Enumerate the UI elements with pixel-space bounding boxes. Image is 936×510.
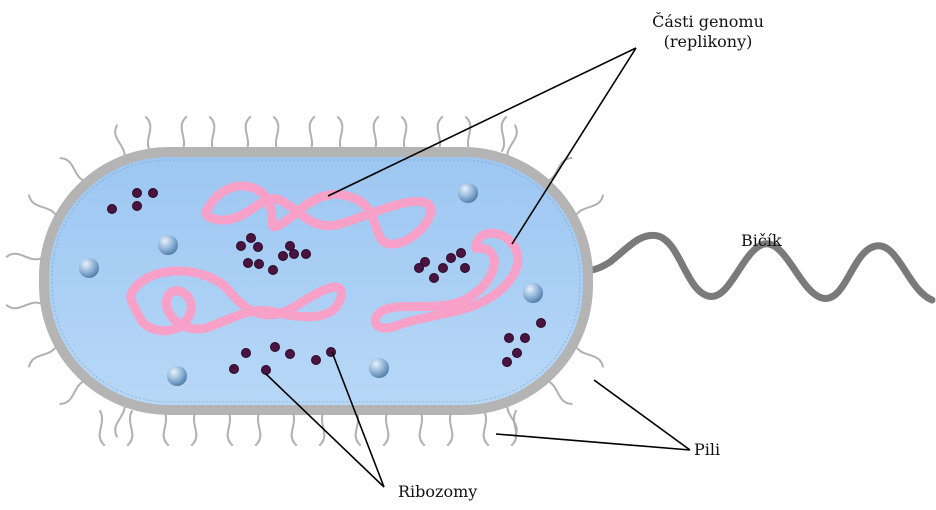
ribosome [262, 366, 271, 375]
pilus [164, 411, 169, 445]
pili-label: Pili [694, 440, 720, 460]
ribosome [439, 264, 448, 273]
pilus [7, 303, 41, 309]
ribosome [415, 264, 424, 273]
pilus [246, 117, 251, 151]
pilus [7, 254, 41, 260]
pilus [576, 346, 603, 367]
ribosome [521, 334, 530, 343]
pilus [576, 195, 603, 216]
genome-label: Části genomu (replikony) [628, 12, 788, 52]
pilus [292, 411, 297, 445]
ribosome [302, 250, 311, 259]
ribosome [244, 259, 253, 268]
ribosome [230, 365, 239, 374]
pilus [484, 411, 489, 445]
ribosome [447, 254, 456, 263]
granule [369, 358, 389, 378]
ribosome [269, 266, 278, 275]
ribosome [503, 358, 512, 367]
pilus [128, 411, 133, 445]
pili-leader-2 [496, 434, 690, 450]
ribosome [505, 334, 514, 343]
ribosome [254, 243, 263, 252]
ribosome [513, 349, 522, 358]
pilus [210, 117, 215, 151]
genome-label-line2: (replikony) [628, 32, 788, 52]
pilus [466, 117, 471, 151]
pilus [507, 126, 517, 159]
pilus [547, 381, 572, 404]
ribosome [457, 249, 466, 258]
ribosomes-label: Ribozomy [398, 482, 477, 502]
pilus [384, 411, 389, 445]
ribosome [247, 234, 256, 243]
granule [167, 366, 187, 386]
ribosome [242, 349, 251, 358]
genome-label-line1: Části genomu [628, 12, 788, 32]
pilus [192, 411, 197, 445]
pilus [115, 403, 125, 436]
pilus [146, 117, 151, 151]
granule [79, 258, 99, 278]
pilus [60, 158, 85, 181]
pilus [310, 117, 315, 151]
pilus [100, 411, 105, 445]
pilus [420, 411, 425, 445]
pilus [402, 117, 407, 151]
pilus [448, 411, 453, 445]
pilus [228, 411, 233, 445]
ribosome [133, 202, 142, 211]
pilus [502, 117, 507, 151]
pili-leader-1 [594, 380, 690, 450]
pilus [182, 117, 187, 151]
granule [523, 283, 543, 303]
ribosome [237, 242, 246, 251]
pilus [256, 411, 261, 445]
pilus [29, 195, 56, 216]
granule [158, 235, 178, 255]
ribosome [290, 250, 299, 259]
ribosome [255, 260, 264, 269]
ribosome [286, 350, 295, 359]
flagellum-label: Bičík [741, 231, 782, 251]
ribosome [149, 189, 158, 198]
ribosome [312, 356, 321, 365]
ribosome [271, 343, 280, 352]
ribosome [133, 189, 142, 198]
ribosome [461, 264, 470, 273]
ribosome [279, 252, 288, 261]
pilus [374, 117, 379, 151]
pilus [29, 346, 56, 367]
ribosome [430, 274, 439, 283]
pilus [274, 117, 279, 151]
ribosome [537, 319, 546, 328]
pilus [438, 117, 443, 151]
pilus [115, 126, 125, 159]
ribosome [327, 348, 336, 357]
pilus [338, 117, 343, 151]
ribosome [108, 205, 117, 214]
pilus [60, 381, 85, 404]
granule [458, 183, 478, 203]
